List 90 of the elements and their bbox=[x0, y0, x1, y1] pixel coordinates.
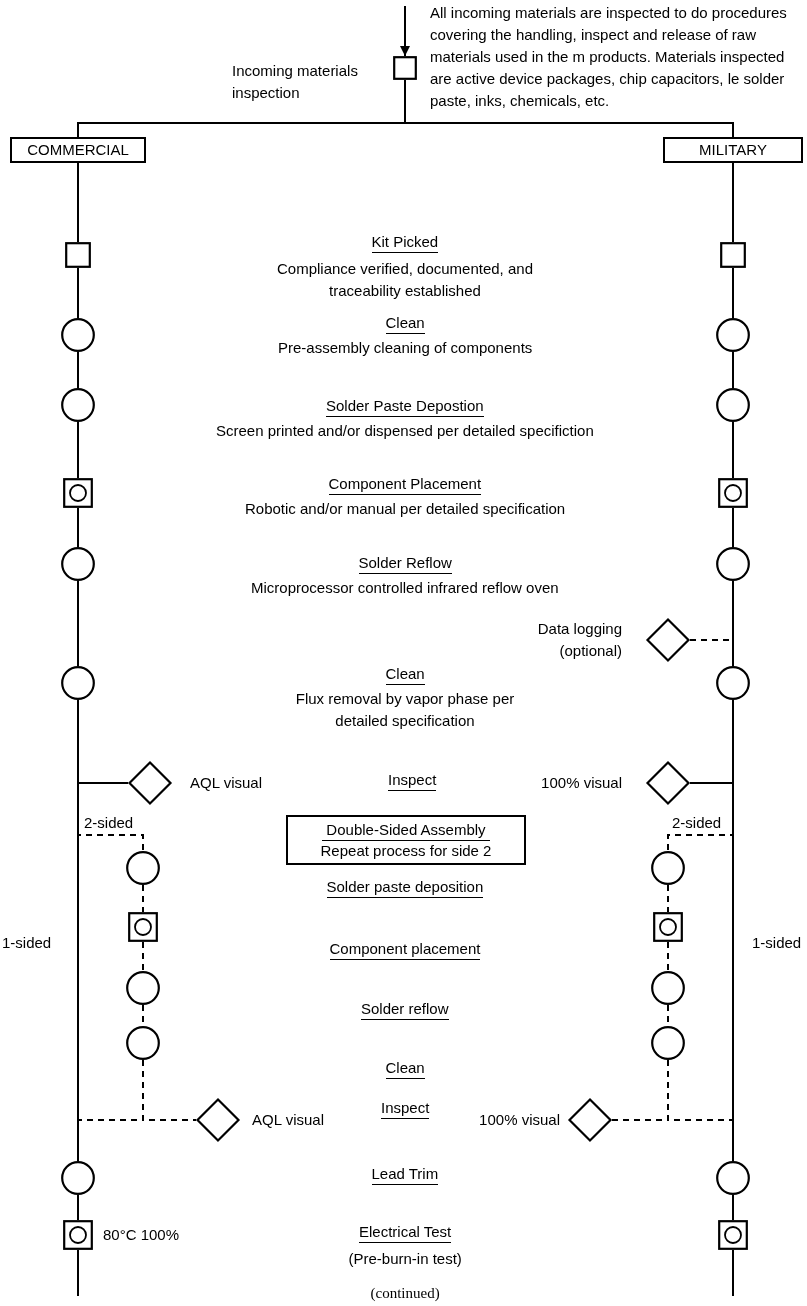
step-title: Electrical Test bbox=[359, 1222, 452, 1243]
continued-note: (continued) bbox=[370, 1284, 440, 1303]
process-circle bbox=[126, 1026, 160, 1060]
process-circle bbox=[61, 1161, 95, 1195]
placement-symbol bbox=[63, 478, 93, 508]
flow-line bbox=[77, 1194, 79, 1221]
box-heading: Double-Sided Assembly bbox=[322, 819, 490, 841]
process-circle bbox=[716, 547, 750, 581]
inspection-diamond bbox=[646, 761, 690, 805]
flow-line bbox=[732, 1194, 734, 1221]
flow-line bbox=[77, 507, 79, 548]
process-circle bbox=[61, 547, 95, 581]
dashed-flow-line bbox=[77, 699, 144, 852]
flow-line bbox=[732, 507, 734, 548]
flow-line bbox=[732, 267, 734, 319]
process-square bbox=[65, 242, 91, 268]
dashed-flow-line bbox=[142, 884, 144, 913]
step-description: Pre-assembly cleaning of components bbox=[278, 338, 533, 358]
flow-line bbox=[77, 580, 79, 667]
placement-symbol bbox=[718, 478, 748, 508]
process-circle bbox=[651, 1026, 685, 1060]
step-description: Flux removal by vapor phase per detailed specification bbox=[295, 689, 515, 731]
dashed-flow-line bbox=[142, 941, 144, 972]
process-circle bbox=[61, 318, 95, 352]
flow-line bbox=[732, 1249, 734, 1297]
placement-symbol bbox=[653, 912, 683, 942]
process-circle bbox=[716, 666, 750, 700]
process-circle bbox=[126, 971, 160, 1005]
step-description: Microprocessor controlled infrared reflow oven bbox=[251, 578, 559, 598]
process-circle bbox=[61, 388, 95, 422]
step-description: Compliance verified, documented, and traceability established bbox=[276, 259, 534, 301]
flow-line bbox=[77, 351, 79, 389]
dashed-flow-line bbox=[667, 884, 669, 913]
step-title: Solder Paste Depostion bbox=[326, 396, 484, 417]
arrow bbox=[400, 5, 410, 57]
flow-line bbox=[732, 162, 734, 243]
flow-line bbox=[77, 421, 79, 479]
inspection-diamond bbox=[568, 1098, 612, 1142]
step-title: Inspect bbox=[388, 770, 437, 791]
step-note: AQL visual bbox=[190, 773, 263, 793]
step-title: Clean bbox=[385, 313, 425, 334]
inspection-diamond bbox=[128, 761, 172, 805]
step-title: Kit Picked bbox=[371, 232, 439, 253]
dashed-flow-line bbox=[667, 1059, 734, 1162]
step-title: Inspect bbox=[381, 1098, 430, 1119]
step-description: Robotic and/or manual per detailed specification bbox=[245, 499, 566, 519]
flow-line bbox=[77, 267, 79, 319]
process-circle bbox=[126, 851, 160, 885]
process-circle bbox=[651, 851, 685, 885]
flow-line bbox=[77, 162, 79, 243]
step-title: Component Placement bbox=[328, 474, 482, 495]
step-description: (Pre-burn-in test) bbox=[348, 1249, 462, 1269]
box-text: Repeat process for side 2 bbox=[319, 840, 493, 861]
process-square bbox=[720, 242, 746, 268]
step-title: Clean bbox=[385, 1058, 425, 1079]
step-title: Solder paste deposition bbox=[326, 877, 484, 898]
lane-header-box: COMMERCIAL bbox=[10, 137, 146, 163]
step-title: Solder reflow bbox=[361, 999, 449, 1020]
flow-line bbox=[732, 421, 734, 479]
flow-line bbox=[732, 351, 734, 389]
placement-symbol bbox=[718, 1220, 748, 1250]
lane-header-box: MILITARY bbox=[663, 137, 803, 163]
step-description: Screen printed and/or dispensed per detailed specifiction bbox=[216, 421, 594, 441]
dashed-flow-line bbox=[689, 639, 734, 667]
process-circle bbox=[61, 666, 95, 700]
inspection-diamond bbox=[646, 618, 690, 662]
step-note: AQL visual bbox=[252, 1110, 325, 1130]
step-note: Incoming materials inspection bbox=[232, 61, 359, 103]
inspection-diamond bbox=[196, 1098, 240, 1142]
flow-line bbox=[77, 1249, 79, 1297]
process-circle bbox=[651, 971, 685, 1005]
process-circle bbox=[716, 388, 750, 422]
process-circle bbox=[716, 1161, 750, 1195]
dashed-flow-line bbox=[77, 1059, 144, 1162]
step-title: Solder Reflow bbox=[358, 553, 452, 574]
process-square bbox=[393, 56, 417, 80]
step-title: Component placement bbox=[329, 939, 481, 960]
step-note: 80°C 100% bbox=[103, 1225, 181, 1245]
step-title: Lead Trim bbox=[371, 1164, 439, 1185]
placement-symbol bbox=[128, 912, 158, 942]
note-box bbox=[286, 815, 526, 865]
step-note: Data logging (optional) bbox=[536, 619, 622, 661]
step-title: Clean bbox=[385, 664, 425, 685]
placement-symbol bbox=[63, 1220, 93, 1250]
description-paragraph: All incoming materials are inspected to do procedures covering the handling, inspect and release of raw materials used in the m products. Materials inspected are active device packages, chip capacitors, le solder paste, inks, chemicals, etc. bbox=[430, 3, 788, 111]
dashed-flow-line bbox=[667, 941, 669, 972]
dashed-flow-line bbox=[667, 699, 734, 852]
step-note: 100% visual bbox=[478, 1110, 560, 1130]
step-note: 100% visual bbox=[540, 773, 622, 793]
process-circle bbox=[716, 318, 750, 352]
